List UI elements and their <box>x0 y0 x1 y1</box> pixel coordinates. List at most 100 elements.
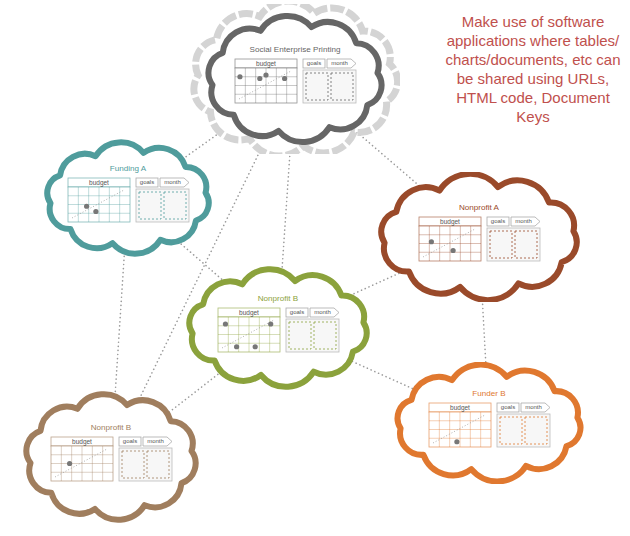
tab-label: month <box>143 437 168 446</box>
data-dot <box>237 74 242 79</box>
cloud-outline <box>386 362 592 484</box>
data-dot <box>451 248 456 253</box>
panel-box <box>487 228 540 261</box>
tab-box <box>303 59 325 68</box>
table-heading: budget <box>218 308 280 317</box>
tab-label: month <box>521 403 546 412</box>
dotted-link <box>345 358 421 392</box>
trend-line <box>433 415 485 443</box>
panel-slot <box>122 451 144 478</box>
panel-slot <box>490 231 512 258</box>
trend-line <box>72 190 124 218</box>
grid-line <box>68 213 130 214</box>
data-dot <box>253 344 258 349</box>
cloud-border <box>26 394 195 519</box>
grid-line <box>68 195 130 196</box>
dotted-link <box>281 132 291 280</box>
grid-line <box>235 85 297 86</box>
table-header <box>429 403 491 412</box>
cloud-outline <box>190 4 400 154</box>
grid-line <box>419 234 481 235</box>
cloud-node: Funding Abudgetgoalsmonth <box>36 138 220 258</box>
panel-slot <box>525 417 547 444</box>
grid-line <box>429 429 491 430</box>
cloud-outline <box>36 138 220 258</box>
panel-slot <box>139 192 161 219</box>
tab-label: month <box>327 59 352 68</box>
panel-box <box>136 189 189 222</box>
cloud-outline <box>178 266 378 390</box>
tab-box <box>286 308 308 317</box>
note-text: Make use of software applications where … <box>440 12 626 126</box>
dotted-link <box>345 270 407 298</box>
tab-label: goals <box>286 308 308 317</box>
grid-line <box>419 243 481 244</box>
table-heading: budget <box>51 437 113 446</box>
panel-box <box>119 448 172 481</box>
cloud-node: Nonprofit Abudgetgoalsmonth <box>370 172 588 302</box>
panel-slot <box>500 417 522 444</box>
tab-label: goals <box>303 59 325 68</box>
dotted-link <box>163 367 227 417</box>
data-dot <box>454 439 459 444</box>
panel-slot <box>147 451 169 478</box>
grid-line <box>51 454 113 455</box>
grid-line <box>218 343 280 344</box>
cloud-border <box>47 142 208 253</box>
data-dot <box>268 321 273 326</box>
table-grid <box>419 226 481 261</box>
grid-line <box>429 420 491 421</box>
data-dot <box>263 72 268 77</box>
tab-chevron <box>511 217 540 226</box>
trend-line <box>222 320 274 348</box>
cloud-node: Nonprofit Bbudgetgoalsmonth <box>178 266 378 390</box>
cloud-title: Nonprofit B <box>16 422 206 433</box>
table-heading: budget <box>429 403 491 412</box>
tab-label: goals <box>119 437 141 446</box>
table-heading: budget <box>68 178 130 187</box>
table-grid <box>218 317 280 352</box>
cloud-outline <box>16 390 206 524</box>
cloud-node: Funder B budget goalsmonth <box>386 362 592 484</box>
panel-slot <box>306 73 328 100</box>
cloud-node: Nonprofit B budget goalsmonth <box>16 390 206 524</box>
panel-slot <box>164 192 186 219</box>
cloud-ring <box>194 4 398 154</box>
table-header <box>218 308 280 317</box>
cloud-title: Funder B <box>386 388 592 399</box>
tab-chevron <box>521 403 550 412</box>
tab-chevron <box>327 59 356 68</box>
panel-slot <box>289 322 311 349</box>
table-grid <box>235 68 297 103</box>
tab-chevron <box>160 178 189 187</box>
data-dot <box>67 461 72 466</box>
table-grid <box>429 412 491 447</box>
cloud-title: Social Enterprise Printing <box>190 44 400 55</box>
panel-box <box>497 414 550 447</box>
table-header <box>235 59 297 68</box>
table-heading: budget <box>419 217 481 226</box>
table-header <box>51 437 113 446</box>
tab-label: month <box>310 308 335 317</box>
tab-label: goals <box>497 403 519 412</box>
data-dot <box>234 344 239 349</box>
panel-box <box>286 319 339 352</box>
cloud-border <box>189 269 366 387</box>
data-dot <box>223 321 228 326</box>
cloud-title: Funding A <box>36 163 220 174</box>
panel-slot <box>331 73 353 100</box>
grid-line <box>51 472 113 473</box>
data-dot <box>84 204 89 209</box>
grid-line <box>235 94 297 95</box>
cloud-border <box>398 365 581 482</box>
table-grid <box>68 187 130 222</box>
data-dot <box>282 76 287 81</box>
tab-box <box>497 403 519 412</box>
grid-line <box>419 252 481 253</box>
grid-line <box>68 204 130 205</box>
data-dot <box>257 76 262 81</box>
panel-slot <box>515 231 537 258</box>
tab-chevron <box>143 437 172 446</box>
cloud-border <box>208 16 381 142</box>
tab-label: goals <box>487 217 509 226</box>
